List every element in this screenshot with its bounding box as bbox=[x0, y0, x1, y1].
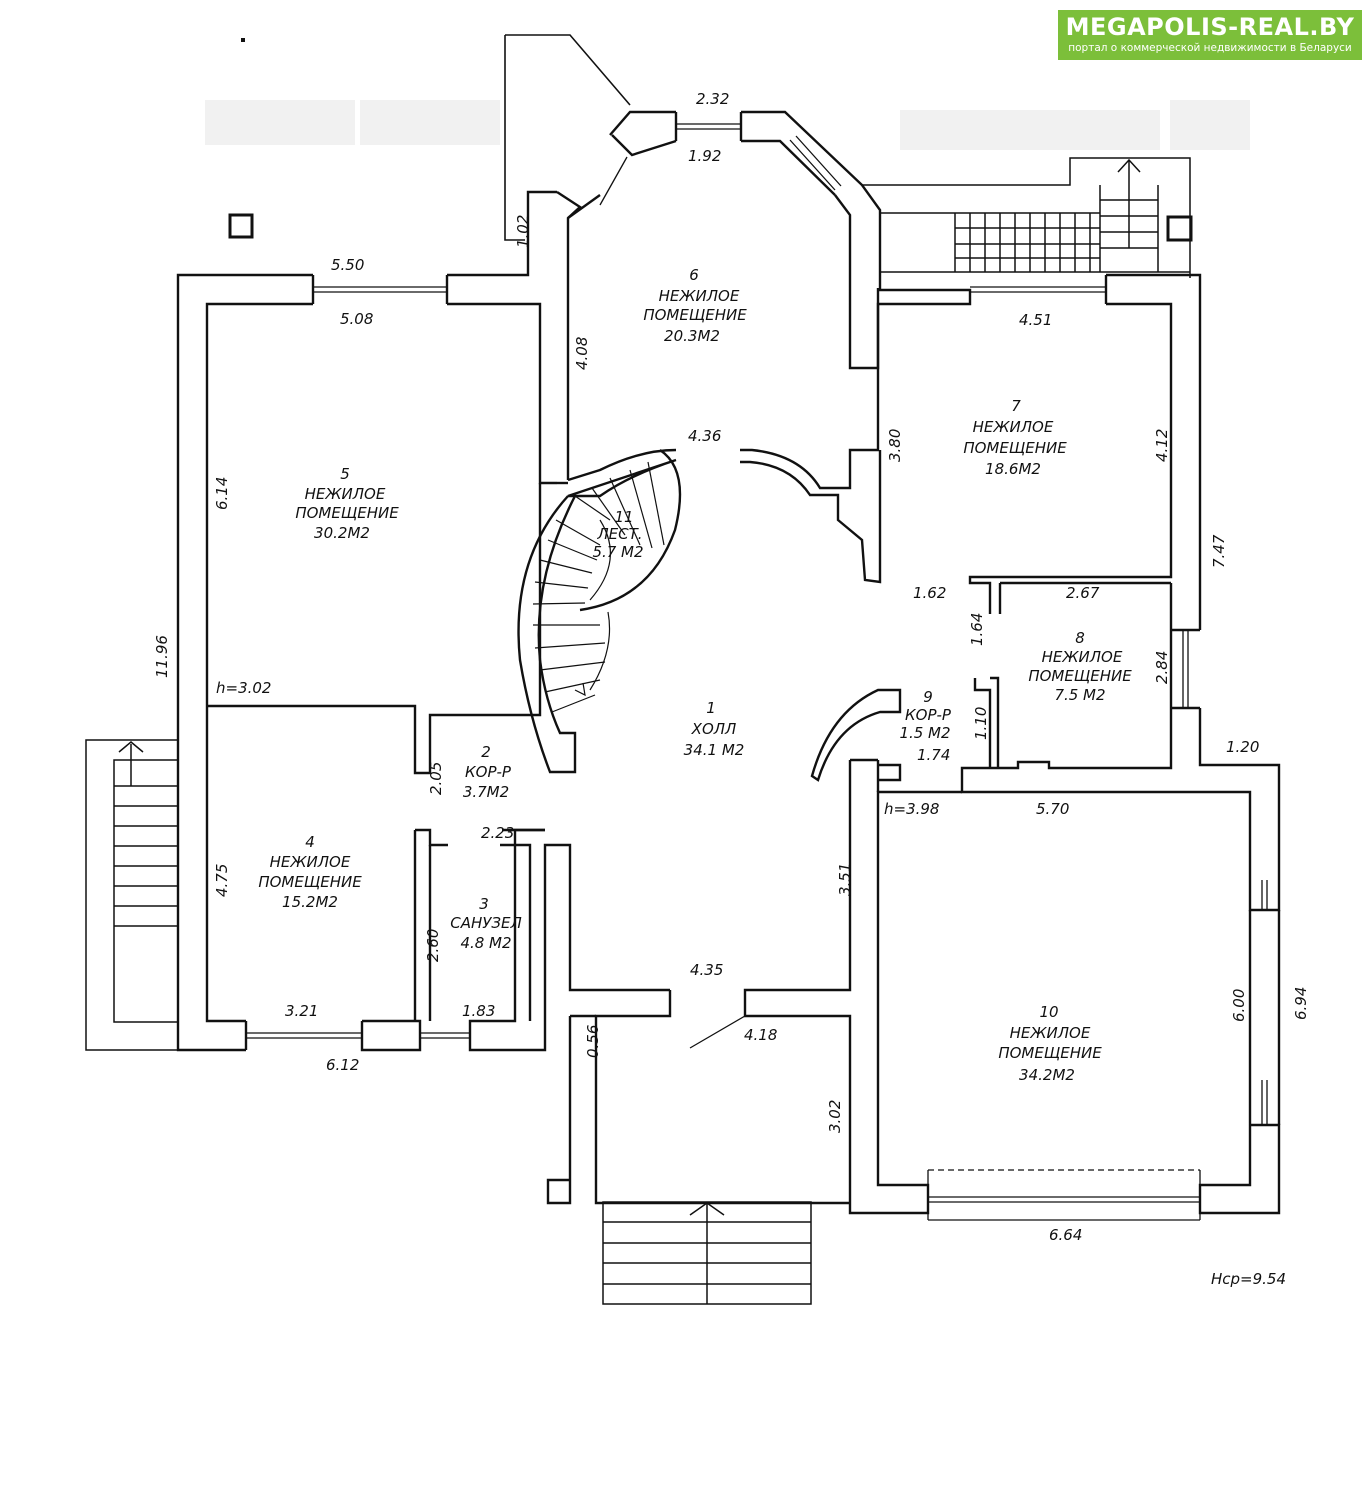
room-11-name: ЛЕСТ. bbox=[596, 525, 642, 543]
column-box-right bbox=[1166, 215, 1193, 242]
room-9-name: КОР-Р bbox=[905, 706, 952, 724]
dot-mark bbox=[241, 38, 245, 42]
room-2-name: КОР-Р bbox=[465, 763, 512, 781]
dim-label: 1.92 bbox=[688, 147, 721, 165]
room-5-number: 5 bbox=[340, 465, 350, 483]
room-5-area: 30.2М2 bbox=[314, 524, 370, 542]
room-10-number: 10 bbox=[1039, 1003, 1058, 1021]
windows bbox=[246, 123, 1268, 1221]
room-2-area: 3.7М2 bbox=[463, 783, 509, 801]
dim-label: 5.50 bbox=[331, 256, 364, 274]
height-label: h=3.98 bbox=[884, 800, 939, 818]
room-4-number: 4 bbox=[305, 833, 315, 851]
room-10-line2: ПОМЕЩЕНИЕ bbox=[998, 1044, 1102, 1062]
room-8-area: 7.5 М2 bbox=[1054, 686, 1105, 704]
dim-label: 4.36 bbox=[688, 427, 721, 445]
room-7-number: 7 bbox=[1011, 397, 1021, 415]
room-10-line1: НЕЖИЛОЕ bbox=[1010, 1024, 1091, 1042]
room-3-name: САНУЗЕЛ bbox=[450, 914, 522, 932]
dim-label: 4.18 bbox=[744, 1026, 777, 1044]
dim-label: 4.75 bbox=[213, 864, 231, 897]
dim-label: 6.14 bbox=[213, 477, 231, 510]
dim-label: 6.12 bbox=[326, 1056, 359, 1074]
room-6-line2: ПОМЕЩЕНИЕ bbox=[643, 306, 747, 324]
average-height-label: Нср=9.54 bbox=[1211, 1270, 1286, 1288]
room-5-line1: НЕЖИЛОЕ bbox=[305, 485, 386, 503]
dim-label: 2.23 bbox=[481, 824, 514, 842]
dim-label: 4.51 bbox=[1019, 311, 1052, 329]
dim-label: 4.35 bbox=[690, 961, 723, 979]
room-10-area: 34.2М2 bbox=[1019, 1066, 1075, 1084]
dim-label: 6.00 bbox=[1230, 989, 1248, 1022]
brand-name: MEGAPOLIS-REAL.BY bbox=[1065, 13, 1355, 41]
dim-label: 4.12 bbox=[1153, 429, 1171, 462]
dim-label: 3.51 bbox=[836, 863, 854, 896]
room-11-area: 5.7 М2 bbox=[592, 543, 643, 561]
dim-label: 11.96 bbox=[153, 635, 171, 678]
room-1-name: ХОЛЛ bbox=[691, 720, 737, 738]
dim-label: 3.21 bbox=[285, 1002, 318, 1020]
dim-label: 1.64 bbox=[968, 613, 986, 646]
dim-label: 2.60 bbox=[424, 929, 442, 962]
stair-entrance bbox=[602, 1201, 812, 1305]
room-4-line1: НЕЖИЛОЕ bbox=[270, 853, 351, 871]
room-1-area: 34.1 М2 bbox=[684, 741, 745, 759]
dim-label: 4.08 bbox=[573, 337, 591, 370]
room-7-line1: НЕЖИЛОЕ bbox=[973, 418, 1054, 436]
brand-logo[interactable]: MEGAPOLIS-REAL.BY портал о коммерческой … bbox=[1058, 10, 1362, 60]
room-6-number: 6 bbox=[689, 266, 699, 284]
dim-label: 0.56 bbox=[584, 1025, 602, 1058]
room-6-area: 20.3М2 bbox=[664, 327, 720, 345]
background-ghost bbox=[205, 100, 1250, 150]
room-1-number: 1 bbox=[706, 699, 716, 717]
walls bbox=[176, 110, 1281, 1215]
dim-label: 6.94 bbox=[1292, 987, 1310, 1020]
dim-label: 3.80 bbox=[886, 429, 904, 462]
room-7-area: 18.6М2 bbox=[985, 460, 1041, 478]
dim-label: 2.05 bbox=[427, 762, 445, 795]
room-9-number: 9 bbox=[923, 688, 933, 706]
stair-top-right bbox=[862, 157, 1191, 278]
column-box-left bbox=[228, 213, 254, 239]
height-label: h=3.02 bbox=[216, 679, 271, 697]
dim-label: 2.32 bbox=[696, 90, 729, 108]
room-8-number: 8 bbox=[1075, 629, 1085, 647]
spiral-stair-treads bbox=[532, 461, 665, 713]
room-8-line2: ПОМЕЩЕНИЕ bbox=[1028, 667, 1132, 685]
terrace-outline bbox=[504, 35, 525, 241]
dim-label: 1.83 bbox=[462, 1002, 495, 1020]
dim-label: 2.84 bbox=[1153, 651, 1171, 684]
brand-tagline: портал о коммерческой недвижимости в Бел… bbox=[1068, 42, 1352, 54]
door-lines bbox=[599, 156, 746, 1049]
room-11-number: 11 bbox=[614, 508, 633, 526]
dim-label: 5.08 bbox=[340, 310, 373, 328]
dim-label: 3.02 bbox=[826, 1100, 844, 1133]
room-labels: 6 НЕЖИЛОЕ ПОМЕЩЕНИЕ 20.3М2 5 НЕЖИЛОЕ ПОМ… bbox=[258, 266, 1132, 1084]
dim-label: 5.70 bbox=[1036, 800, 1069, 818]
room-9-area: 1.5 М2 bbox=[899, 724, 950, 742]
room-4-area: 15.2М2 bbox=[282, 893, 338, 911]
stair-left bbox=[85, 739, 179, 1051]
room-6-line1: НЕЖИЛОЕ bbox=[659, 287, 740, 305]
dim-label: 1.62 bbox=[913, 584, 946, 602]
room-4-line2: ПОМЕЩЕНИЕ bbox=[258, 873, 362, 891]
room-2-number: 2 bbox=[481, 743, 491, 761]
dim-label: 7.47 bbox=[1210, 534, 1228, 568]
dim-label: 1.20 bbox=[1226, 738, 1259, 756]
dim-label: 1.74 bbox=[917, 746, 950, 764]
dimension-labels: 2.32 1.92 5.50 5.08 4.51 4.36 1.62 2.67 … bbox=[153, 90, 1310, 1288]
dim-label: 1.02 bbox=[514, 215, 532, 248]
dim-label: 6.64 bbox=[1049, 1226, 1082, 1244]
dim-label: 1.10 bbox=[972, 707, 990, 740]
dim-label: 2.67 bbox=[1066, 584, 1100, 602]
room-7-line2: ПОМЕЩЕНИЕ bbox=[963, 439, 1067, 457]
room-8-line1: НЕЖИЛОЕ bbox=[1042, 648, 1123, 666]
room-3-area: 4.8 М2 bbox=[460, 934, 511, 952]
room-5-line2: ПОМЕЩЕНИЕ bbox=[295, 504, 399, 522]
room-3-number: 3 bbox=[479, 895, 489, 913]
